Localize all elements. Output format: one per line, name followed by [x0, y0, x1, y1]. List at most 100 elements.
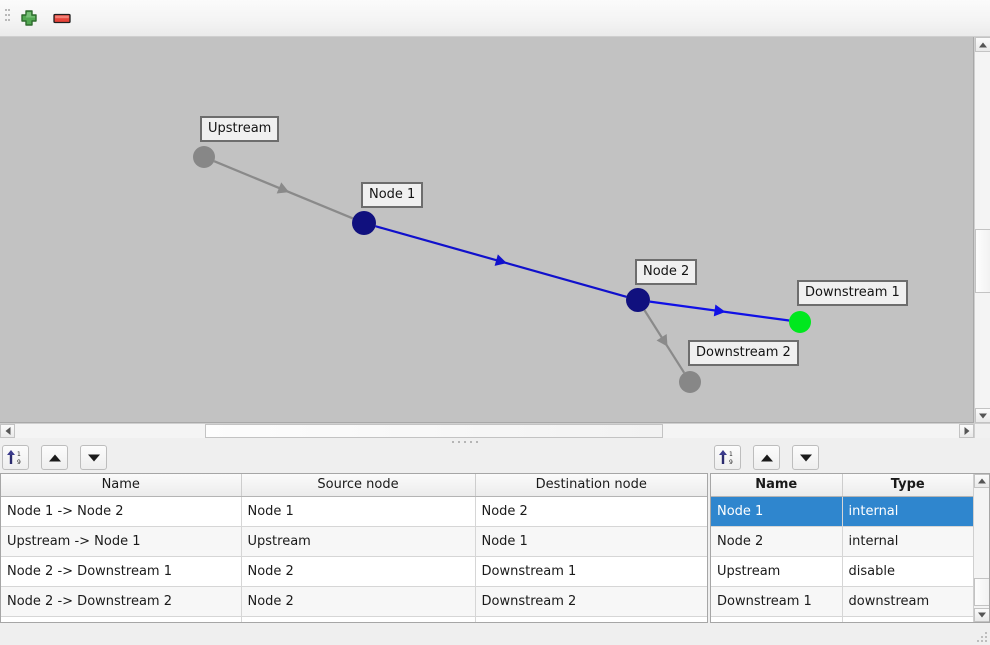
nodes-scroll-up-button[interactable]: [974, 474, 989, 488]
edges-table-cell[interactable]: Node 2: [475, 496, 707, 527]
chevron-up-icon: [979, 42, 987, 47]
graph-node-node1[interactable]: [352, 211, 376, 235]
svg-text:9: 9: [17, 459, 21, 466]
svg-text:9: 9: [729, 459, 733, 466]
graph-node-label-node1[interactable]: Node 1: [361, 182, 424, 208]
graph-edge-arrowhead-upstream-node1: [276, 182, 290, 194]
canvas-scroll-left-button[interactable]: [0, 424, 15, 438]
nodes-table-cell[interactable]: internal: [842, 496, 973, 527]
edges-toolbar: 1 9: [2, 445, 114, 470]
canvas-scroll-right-button[interactable]: [959, 424, 974, 438]
edges-sort-button[interactable]: 1 9: [2, 445, 29, 470]
nodes-table-cell[interactable]: Node 2: [711, 526, 843, 557]
edges-table-column-header-2[interactable]: Destination node: [475, 474, 707, 497]
status-bar: [0, 623, 990, 645]
edges-table-cell[interactable]: [1, 616, 242, 622]
edges-move-down-button[interactable]: [80, 445, 108, 470]
nodes-move-down-button[interactable]: [792, 445, 820, 470]
edges-table-cell[interactable]: Upstream -> Node 1: [1, 526, 242, 557]
canvas-vertical-scrollbar[interactable]: [974, 37, 990, 423]
toolbar-drag-handle[interactable]: [5, 9, 10, 28]
nodes-table-cell[interactable]: [842, 616, 973, 622]
nodes-table-cell[interactable]: internal: [842, 526, 973, 557]
nodes-table-column-header-0[interactable]: Name: [711, 474, 843, 497]
graph-node-label-downstream2[interactable]: Downstream 2: [688, 340, 799, 366]
graph-node-upstream[interactable]: [193, 146, 215, 168]
edges-table-cell[interactable]: [475, 616, 707, 622]
edges-table-cell[interactable]: [241, 616, 476, 622]
nodes-table-cell[interactable]: downstream: [842, 586, 973, 617]
edges-table-cell[interactable]: Upstream: [241, 526, 476, 557]
nodes-toolbar: 1 9: [714, 445, 826, 470]
chevron-right-icon: [964, 427, 969, 435]
svg-text:1: 1: [729, 451, 733, 458]
edges-table-cell[interactable]: Downstream 1: [475, 556, 707, 587]
canvas-scroll-up-button[interactable]: [975, 37, 990, 52]
edges-table-cell[interactable]: Node 1: [241, 496, 476, 527]
edges-table-cell[interactable]: Node 2 -> Downstream 1: [1, 556, 242, 587]
window-resize-grip[interactable]: [976, 631, 987, 642]
graph-node-label-downstream1[interactable]: Downstream 1: [797, 280, 908, 306]
nodes-move-up-button[interactable]: [753, 445, 781, 470]
table-row[interactable]: [1, 616, 707, 622]
nodes-scroll-down-button[interactable]: [974, 608, 989, 622]
edges-table-column-header-0[interactable]: Name: [1, 474, 242, 497]
graph-node-node2[interactable]: [626, 288, 650, 312]
nodes-sort-button[interactable]: 1 9: [714, 445, 741, 470]
nodes-table-cell[interactable]: Downstream 1: [711, 586, 843, 617]
remove-button[interactable]: [49, 6, 75, 31]
edges-table-cell[interactable]: Node 2: [241, 586, 476, 617]
sort-ascending-icon: 1 9: [7, 450, 21, 466]
edges-table-column-header-1[interactable]: Source node: [241, 474, 476, 497]
chevron-down-icon: [978, 612, 986, 618]
panel-splitter[interactable]: [0, 438, 990, 446]
canvas-vertical-scroll-thumb[interactable]: [975, 229, 990, 293]
edges-table-cell[interactable]: Node 1: [475, 526, 707, 557]
edges-table-cell[interactable]: Downstream 2: [475, 586, 707, 617]
edges-table-cell[interactable]: Node 2 -> Downstream 2: [1, 586, 242, 617]
nodes-table-cell[interactable]: [711, 616, 843, 622]
graph-node-label-node2[interactable]: Node 2: [635, 259, 698, 285]
graph-svg: [193, 146, 811, 393]
table-row[interactable]: [711, 616, 973, 622]
chevron-left-icon: [5, 427, 10, 435]
graph-node-downstream1[interactable]: [789, 311, 811, 333]
add-button[interactable]: [16, 6, 42, 31]
edges-move-up-button[interactable]: [41, 445, 69, 470]
canvas-scroll-down-button[interactable]: [975, 408, 990, 423]
nodes-table-cell[interactable]: disable: [842, 556, 973, 587]
graph-node-label-upstream[interactable]: Upstream: [200, 116, 280, 142]
edges-table-cell[interactable]: Node 2: [241, 556, 476, 587]
chevron-down-icon: [979, 413, 987, 418]
nodes-table-scroll-thumb[interactable]: [974, 578, 989, 606]
scrollbar-corner: [974, 423, 990, 438]
nodes-table-cell[interactable]: Node 1: [711, 496, 843, 527]
edges-table-cell[interactable]: Node 1 -> Node 2: [1, 496, 242, 527]
nodes-table-column-header-1[interactable]: Type: [842, 474, 973, 497]
canvas-horizontal-scroll-thumb[interactable]: [205, 424, 663, 438]
graph-node-downstream2[interactable]: [679, 371, 701, 393]
canvas-horizontal-scrollbar[interactable]: [0, 423, 974, 438]
triangle-down-icon: [799, 454, 812, 461]
nodes-table-vertical-scrollbar[interactable]: [973, 474, 989, 622]
nodes-table-cell[interactable]: Upstream: [711, 556, 843, 587]
